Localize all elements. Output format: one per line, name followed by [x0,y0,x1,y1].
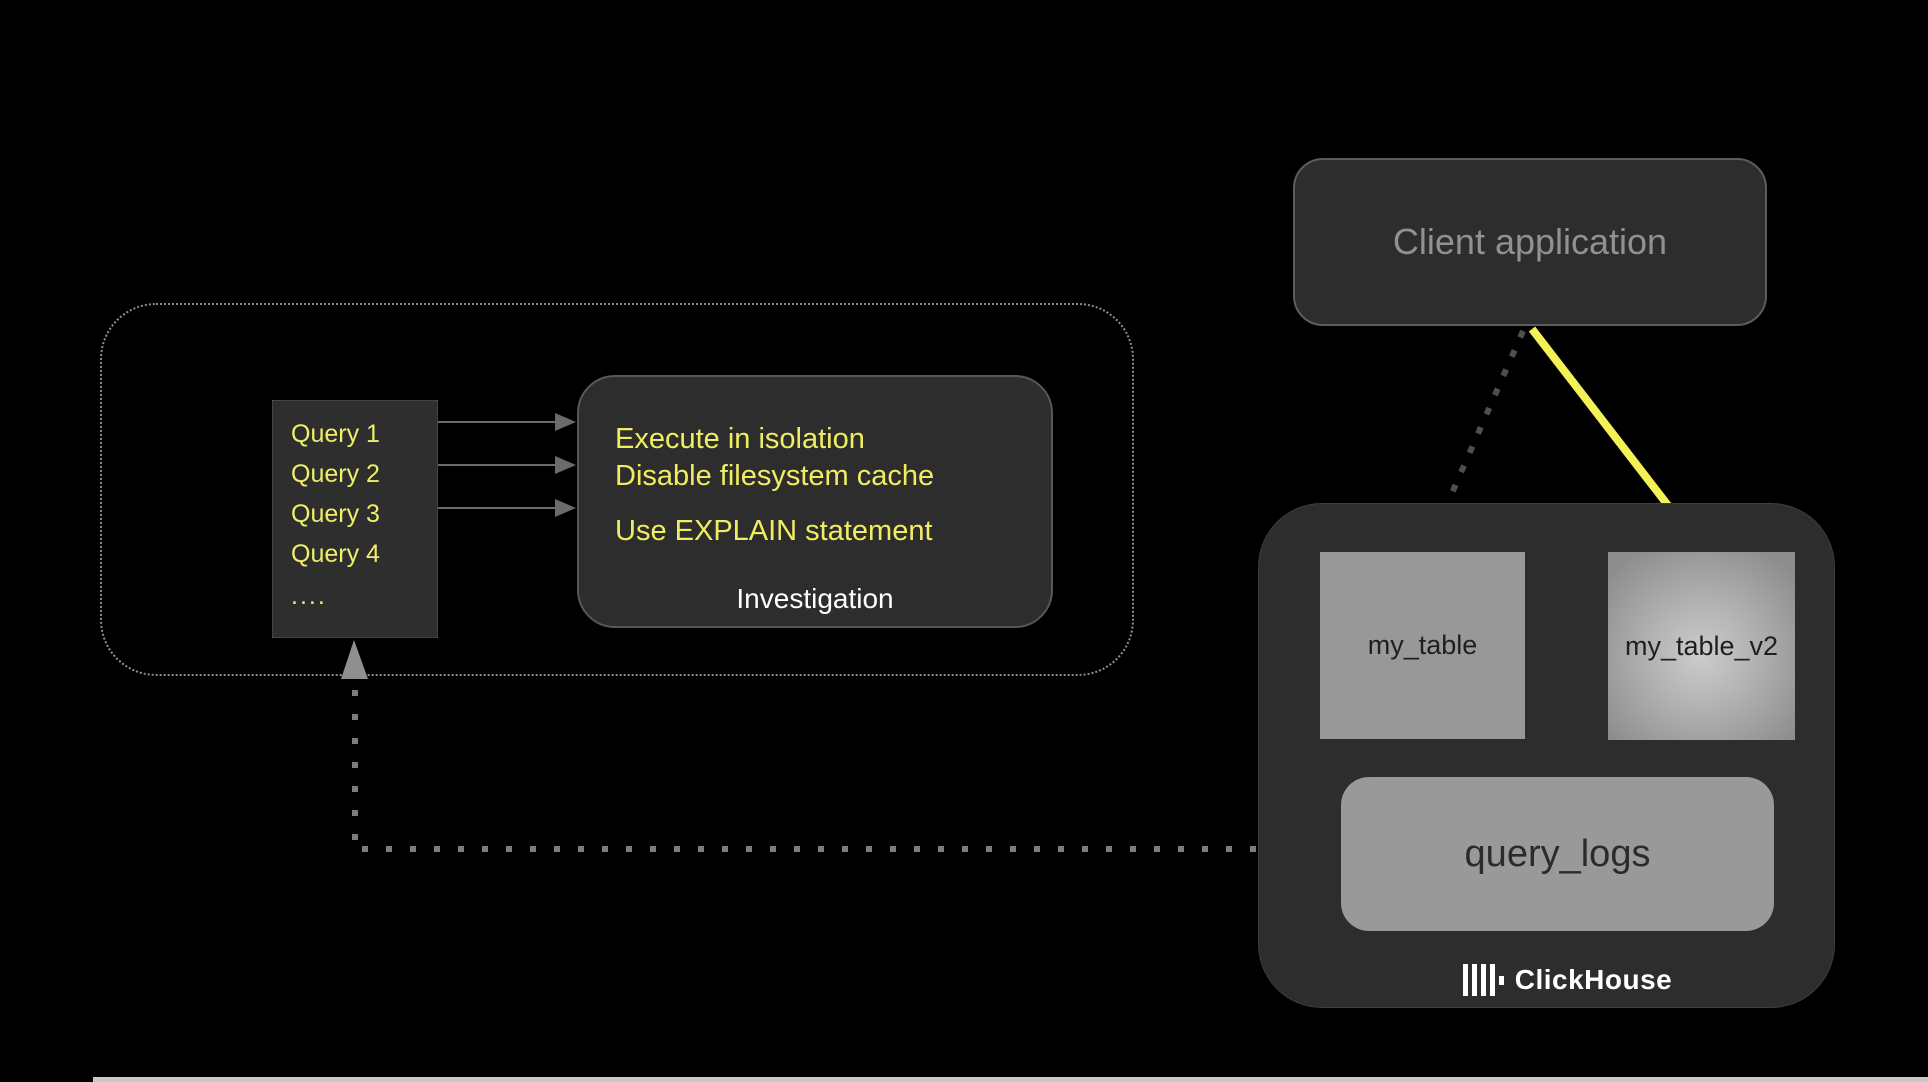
my-table-label: my_table [1367,630,1478,660]
query-logs-label: query_logs [1464,832,1651,875]
query-item: Query 1 [291,420,380,448]
my-table-node: my_table [1320,552,1525,739]
query-item: Query 4 [291,540,380,568]
client-application-label: Client application [1392,221,1668,262]
my-table-v2-label: my_table_v2 [1624,630,1779,661]
query-item: Query 3 [291,500,380,528]
client-application-node: Client application [1293,158,1767,326]
bottom-edge-strip [93,1077,1928,1082]
query-item-ellipsis: .... [291,582,327,610]
clickhouse-brand-name: ClickHouse [1514,964,1673,995]
clickhouse-container: my_table my_table_v2 query_logs ClickHou… [1258,503,1835,1008]
my-table-v2-node: my_table_v2 [1608,552,1795,740]
investigation-step: Use EXPLAIN statement [615,515,933,547]
investigation-step: Disable filesystem cache [615,460,935,492]
investigation-caption: Investigation [736,583,894,614]
query-list-panel: Query 1 Query 2 Query 3 Query 4 .... [272,400,438,638]
clickhouse-brand: ClickHouse [1259,961,1834,999]
investigation-group-outline [100,303,1134,676]
investigation-step: Execute in isolation [615,423,865,455]
query-item: Query 2 [291,460,380,488]
investigation-panel: Execute in isolation Disable filesystem … [577,375,1053,628]
query-logs-node: query_logs [1341,777,1774,931]
clickhouse-logo-icon [1462,964,1504,996]
